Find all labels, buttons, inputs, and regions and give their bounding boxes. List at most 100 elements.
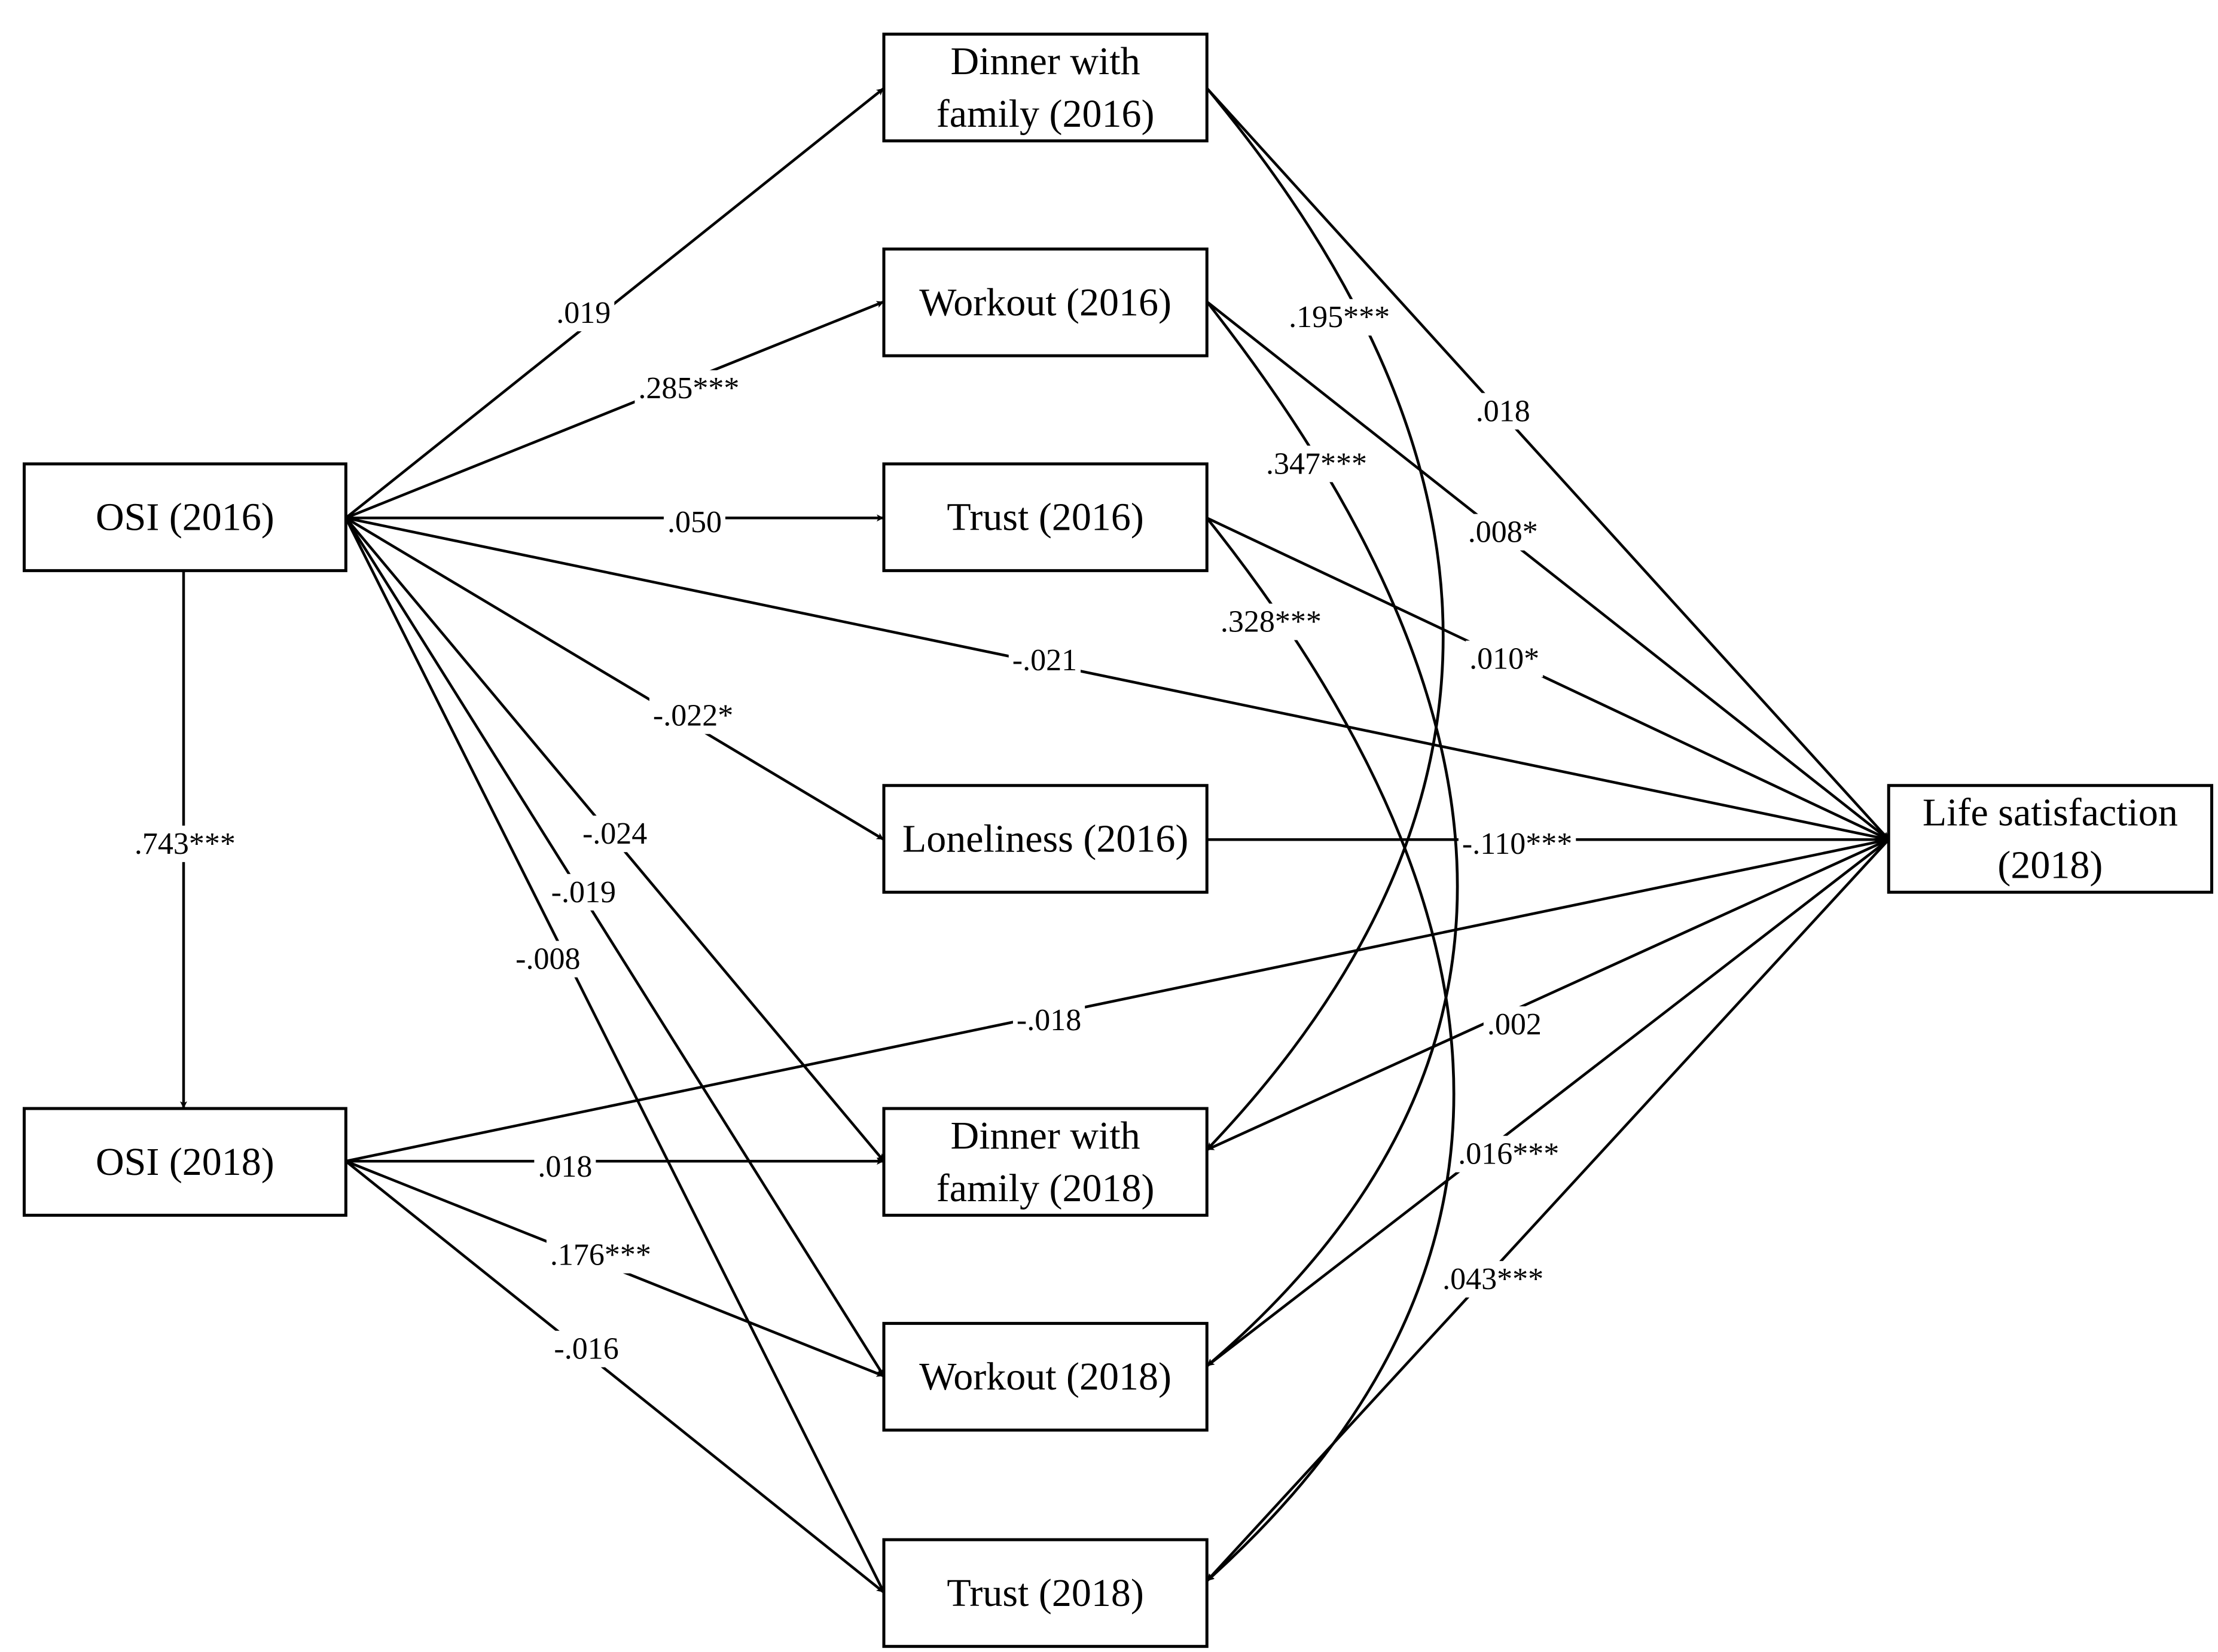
coefficient-label-osi18-dinner18: .018 bbox=[534, 1149, 596, 1186]
coefficient-label-background bbox=[546, 1236, 655, 1274]
coefficient-label-background bbox=[1454, 1135, 1563, 1172]
coefficient-label-background bbox=[1216, 603, 1325, 640]
coefficient-label-background bbox=[512, 940, 584, 978]
coefficient-text: .010* bbox=[1469, 642, 1539, 676]
coefficient-label-background bbox=[1464, 514, 1542, 551]
coefficient-text: -.008 bbox=[515, 942, 580, 976]
coefficient-text: .016*** bbox=[1458, 1137, 1559, 1171]
node-label-line: OSI (2018) bbox=[96, 1140, 274, 1184]
coefficient-label-workout16-lifesat: .008* bbox=[1464, 514, 1542, 551]
coefficient-text: .043*** bbox=[1442, 1262, 1543, 1296]
path-osi16-lifesat bbox=[345, 517, 1889, 842]
coefficient-label-background bbox=[1466, 640, 1543, 677]
coefficient-label-background bbox=[1483, 1006, 1545, 1043]
node-label-line: (2018) bbox=[1997, 844, 2103, 887]
coefficient-label-osi18-workout18: .176*** bbox=[546, 1236, 655, 1274]
node-trust2016: Trust (2016) bbox=[882, 462, 1209, 572]
coefficient-label-workout16-workout18: .347*** bbox=[1262, 445, 1371, 483]
coefficient-text: .018 bbox=[1476, 394, 1530, 428]
coefficient-text: .008* bbox=[1468, 515, 1538, 549]
edge-labels-layer: .019 .285*** .050 -.022* -.021 .743*** -.024 -.… bbox=[130, 295, 1576, 1367]
coefficient-label-background bbox=[663, 503, 725, 541]
coefficient-text: .743*** bbox=[135, 827, 236, 861]
coefficient-label-background bbox=[634, 370, 743, 407]
node-label-line: Trust (2018) bbox=[947, 1571, 1143, 1615]
coefficient-text: -.022* bbox=[653, 699, 733, 733]
coefficient-label-osi16-dinner18: -.024 bbox=[578, 816, 651, 853]
coefficient-text: .050 bbox=[667, 505, 722, 539]
coefficient-label-background bbox=[578, 816, 651, 853]
path-osi16-workout18 bbox=[344, 517, 885, 1377]
coefficient-label-osi16-osi18: .743*** bbox=[130, 825, 239, 862]
coefficient-label-osi18-lifesat: -.018 bbox=[1012, 1001, 1085, 1039]
coefficient-text: .195*** bbox=[1289, 300, 1390, 334]
path-osi16-dinner16 bbox=[344, 87, 885, 520]
coefficient-text: .347*** bbox=[1266, 447, 1367, 481]
coefficient-label-osi16-lifesat: -.021 bbox=[1008, 642, 1081, 679]
coefficient-label-lonely16-lifesat: -.110*** bbox=[1458, 825, 1576, 862]
coefficient-label-background bbox=[649, 697, 737, 734]
node-workout2018: Workout (2018) bbox=[882, 1321, 1209, 1432]
coefficient-label-osi16-workout16: .285*** bbox=[634, 370, 743, 407]
coefficient-label-background bbox=[1439, 1261, 1548, 1298]
coefficient-text: -.018 bbox=[1017, 1003, 1081, 1037]
coefficient-label-dinner16-lifesat: .018 bbox=[1472, 393, 1534, 430]
coefficient-text: .019 bbox=[556, 296, 611, 330]
node-label-line: family (2018) bbox=[936, 1167, 1155, 1210]
coefficient-text: .176*** bbox=[550, 1238, 651, 1272]
coefficient-text: .002 bbox=[1487, 1007, 1542, 1042]
coefficient-text: -.016 bbox=[554, 1332, 618, 1366]
coefficient-label-lifesat-workout18: .016*** bbox=[1454, 1135, 1563, 1172]
path-workout16-workout18 bbox=[1206, 301, 1459, 1367]
coefficient-text: .285*** bbox=[638, 371, 739, 405]
coefficient-label-osi16-trust18: -.008 bbox=[512, 940, 584, 978]
path-lifesat-trust18 bbox=[1206, 838, 1890, 1582]
coefficient-label-osi16-lonely16: -.022* bbox=[649, 697, 737, 734]
node-box bbox=[882, 462, 1209, 572]
coefficient-text: -.024 bbox=[582, 817, 647, 851]
coefficient-label-background bbox=[550, 1330, 623, 1367]
coefficient-label-background bbox=[547, 874, 620, 911]
coefficient-label-background bbox=[1262, 445, 1371, 483]
node-label-line: Workout (2016) bbox=[919, 280, 1171, 324]
coefficient-label-background bbox=[553, 295, 615, 332]
node-box bbox=[1887, 784, 2214, 894]
coefficient-text: .018 bbox=[538, 1150, 592, 1184]
node-lifesat2018: Life satisfaction (2018) bbox=[1887, 784, 2214, 894]
path-osi18-lifesat bbox=[345, 837, 1889, 1163]
node-workout2016: Workout (2016) bbox=[882, 248, 1209, 358]
path-lifesat-workout18 bbox=[1206, 838, 1890, 1367]
coefficient-text: -.110*** bbox=[1462, 827, 1572, 861]
coefficient-label-background bbox=[130, 825, 239, 862]
node-box bbox=[22, 462, 347, 572]
node-osi2018: OSI (2018) bbox=[22, 1107, 347, 1217]
coefficient-label-background bbox=[1458, 825, 1576, 862]
path-osi16-workout16 bbox=[345, 300, 884, 520]
coefficient-label-osi16-dinner16: .019 bbox=[553, 295, 615, 332]
node-trust2018: Trust (2018) bbox=[882, 1538, 1209, 1648]
coefficient-label-trust16-lifesat: .010* bbox=[1466, 640, 1543, 677]
node-box bbox=[882, 784, 1209, 894]
coefficient-label-lifesat-dinner18: .002 bbox=[1483, 1006, 1545, 1043]
coefficient-text: .328*** bbox=[1221, 605, 1322, 639]
node-label-line: OSI (2016) bbox=[96, 496, 274, 539]
node-label-line: Loneliness (2016) bbox=[902, 817, 1188, 861]
coefficient-label-background bbox=[1472, 393, 1534, 430]
edges-layer bbox=[180, 87, 1890, 1593]
path-osi18-trust18 bbox=[344, 1160, 885, 1593]
coefficient-label-osi16-trust16: .050 bbox=[663, 503, 725, 541]
node-loneliness2016: Loneliness (2016) bbox=[882, 784, 1209, 894]
node-box bbox=[882, 1321, 1209, 1432]
path-osi16-lonely16 bbox=[345, 517, 885, 841]
path-workout16-lifesat bbox=[1206, 300, 1890, 841]
node-label-line: Life satisfaction bbox=[1923, 791, 2178, 835]
path-trust16-lifesat bbox=[1206, 517, 1890, 841]
coefficient-label-background bbox=[1285, 299, 1394, 336]
node-box bbox=[22, 1107, 347, 1217]
node-label-line: Workout (2018) bbox=[919, 1355, 1171, 1398]
path-dinner16-dinner18 bbox=[1206, 87, 1445, 1151]
coefficient-text: -.021 bbox=[1012, 643, 1077, 677]
